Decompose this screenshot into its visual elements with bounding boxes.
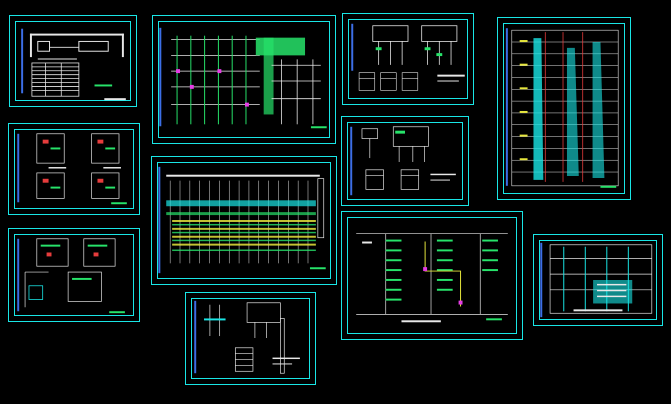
sheet-2-content — [159, 27, 327, 129]
drawing-sheet-10[interactable] — [185, 292, 316, 385]
sheet-border — [348, 19, 468, 99]
drawing-sheet-8[interactable] — [8, 228, 140, 322]
sheet-border — [158, 21, 330, 138]
drawing-sheet-11[interactable] — [533, 234, 663, 326]
sheet-border — [14, 129, 134, 209]
sheet-border — [539, 240, 657, 320]
sheet-3-content — [351, 23, 465, 91]
sheet-border — [15, 21, 131, 101]
drawing-sheet-5[interactable] — [8, 123, 140, 215]
sheet-6-content — [158, 166, 326, 274]
sheet-10-content — [194, 300, 300, 374]
sheet-border — [157, 162, 331, 279]
sheet-border — [347, 217, 517, 334]
drawing-sheet-4[interactable] — [497, 17, 631, 200]
drawing-sheet-9[interactable] — [341, 211, 523, 340]
drawing-sheet-6[interactable] — [151, 156, 337, 285]
drawing-sheet-1[interactable] — [9, 15, 137, 107]
drawing-sheet-3[interactable] — [342, 13, 474, 105]
sheet-border — [347, 122, 463, 200]
sheet-11-content — [540, 242, 653, 318]
sheet-7-content — [350, 126, 456, 196]
sheet-border — [503, 23, 625, 194]
sheet-4-content — [505, 28, 619, 188]
sheet-8-content — [17, 238, 125, 314]
drawing-sheet-2[interactable] — [152, 15, 336, 144]
sheet-5-content — [17, 133, 127, 205]
sheet-border — [191, 298, 310, 379]
sheet-1-content — [21, 28, 126, 101]
sheet-border — [14, 234, 134, 316]
sheet-9-content — [356, 233, 508, 323]
drawing-sheet-7[interactable] — [341, 116, 469, 206]
